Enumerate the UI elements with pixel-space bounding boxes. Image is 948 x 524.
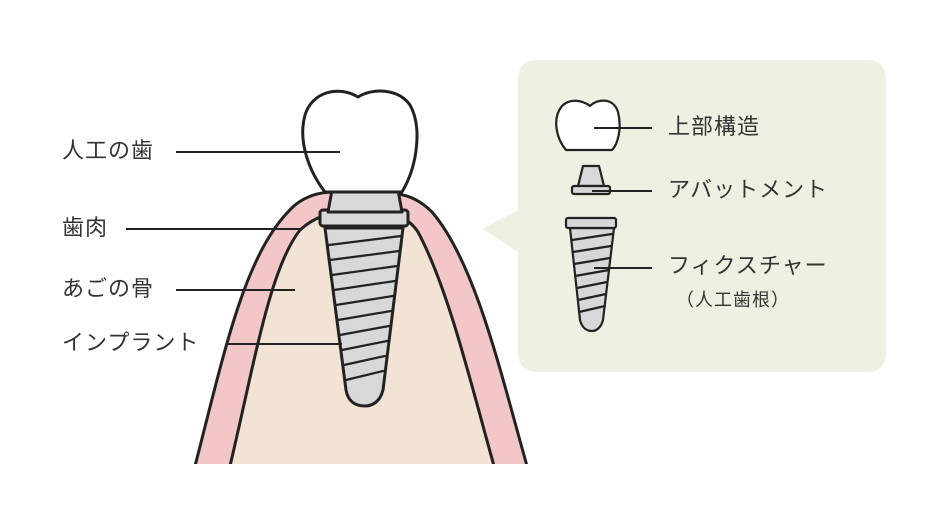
label-jaw-bone: あごの骨	[62, 277, 155, 302]
label-superstructure: 上部構造	[668, 115, 761, 140]
callout-bubble	[482, 60, 886, 372]
implant-assembly	[301, 89, 419, 408]
label-abutment: アバットメント	[668, 178, 829, 203]
superstructure-crown	[555, 99, 621, 152]
label-gum: 歯肉	[62, 216, 109, 241]
label-fixture: フィクスチャー	[668, 254, 828, 279]
fixture-threads	[327, 234, 403, 382]
abutment-part	[576, 164, 606, 188]
crown-shape	[301, 89, 419, 194]
callout-parts	[555, 99, 621, 333]
label-fixture-note: （人工歯根）	[676, 290, 790, 311]
label-artificial-tooth: 人工の歯	[62, 139, 155, 164]
label-implant: インプラント	[62, 331, 200, 356]
fixture-part	[568, 226, 616, 333]
